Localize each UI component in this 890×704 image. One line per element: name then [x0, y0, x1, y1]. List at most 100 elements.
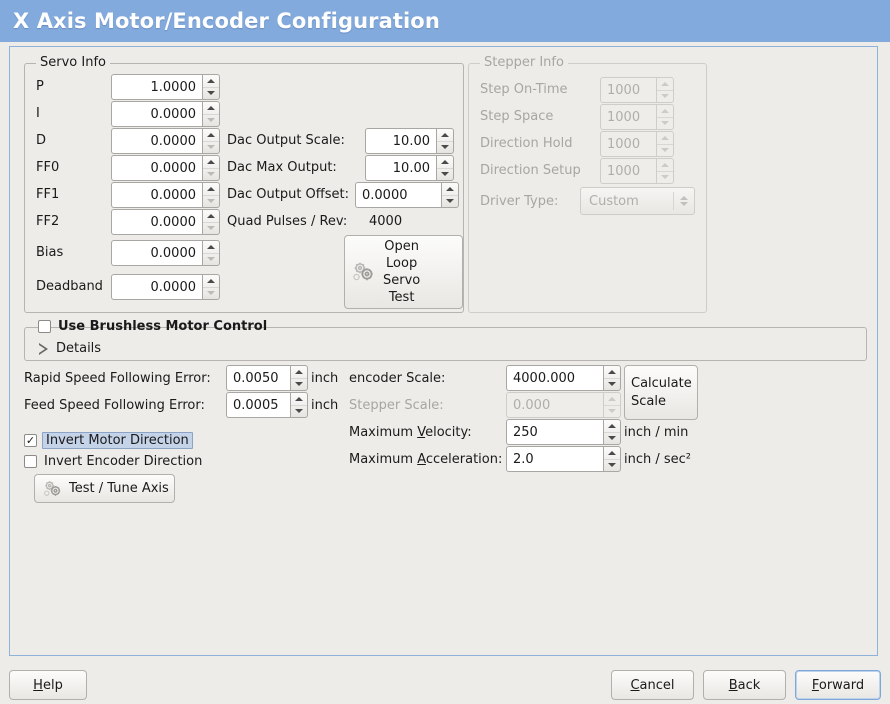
forward-button[interactable]: Forward	[795, 670, 881, 700]
content-area: Servo Info P I D FF0 FF1 FF2 Bias Deadba…	[9, 46, 878, 656]
spin-dac-output-offset-up-icon[interactable]	[442, 183, 458, 196]
spin-dac-max-output-steppers[interactable]	[436, 155, 454, 181]
spin-bias-value[interactable]: 0.0000	[111, 240, 202, 266]
spin-ff1-value[interactable]: 0.0000	[111, 182, 202, 208]
spin-dac-output-scale-steppers[interactable]	[436, 128, 454, 154]
spin-encoder-scale-steppers[interactable]	[603, 365, 621, 391]
spin-maximum-velocity-steppers[interactable]	[603, 419, 621, 445]
spin-ff2[interactable]: 0.0000	[111, 209, 220, 235]
spin-ff1-down-icon[interactable]	[203, 196, 219, 208]
spin-rapid-speed-following-error-value[interactable]: 0.0050	[226, 365, 290, 391]
spin-feed-speed-following-error[interactable]: 0.0005	[226, 392, 308, 418]
spin-i-value[interactable]: 0.0000	[111, 101, 202, 127]
spin-d-up-icon[interactable]	[203, 129, 219, 142]
spin-feed-up-icon[interactable]	[291, 393, 307, 406]
spin-p-steppers[interactable]	[202, 74, 220, 100]
spin-d[interactable]: 0.0000	[111, 128, 220, 154]
spin-ff0[interactable]: 0.0000	[111, 155, 220, 181]
spin-dac-max-output-down-icon[interactable]	[437, 169, 453, 181]
spin-i-down-icon[interactable]	[203, 115, 219, 127]
spin-feed-down-icon[interactable]	[291, 406, 307, 418]
spin-p-up-icon[interactable]	[203, 75, 219, 88]
spin-dac-output-offset[interactable]: 0.0000	[355, 182, 459, 208]
invert-encoder-direction-checkbox[interactable]: Invert Encoder Direction	[24, 454, 202, 469]
spin-ff1-up-icon[interactable]	[203, 183, 219, 196]
help-button[interactable]: Help	[9, 670, 87, 700]
chevron-right-icon[interactable]	[38, 343, 49, 355]
max-acceleration-label-post: cceleration:	[425, 452, 503, 467]
spin-maximum-velocity[interactable]: 250	[506, 419, 621, 445]
spin-rapid-up-icon[interactable]	[291, 366, 307, 379]
open-loop-servo-test-button[interactable]: Open Loop Servo Test	[344, 235, 463, 309]
invert-motor-direction-checkbox[interactable]: ✓ Invert Motor Direction	[24, 432, 193, 449]
spin-ff2-up-icon[interactable]	[203, 210, 219, 223]
spin-deadband-value[interactable]: 0.0000	[111, 274, 202, 300]
spin-ff0-value[interactable]: 0.0000	[111, 155, 202, 181]
brushless-checkbox-box[interactable]	[38, 320, 51, 333]
spin-i[interactable]: 0.0000	[111, 101, 220, 127]
use-brushless-motor-control-checkbox[interactable]: Use Brushless Motor Control	[38, 319, 267, 334]
spin-ff2-steppers[interactable]	[202, 209, 220, 235]
spin-i-steppers[interactable]	[202, 101, 220, 127]
spin-dac-output-scale-down-icon[interactable]	[437, 142, 453, 154]
spin-ff0-up-icon[interactable]	[203, 156, 219, 169]
spin-p-down-icon[interactable]	[203, 88, 219, 100]
spin-maximum-velocity-value[interactable]: 250	[506, 419, 603, 445]
spin-i-up-icon[interactable]	[203, 102, 219, 115]
spin-encoder-scale-down-icon[interactable]	[604, 379, 620, 391]
spin-maximum-acceleration-steppers[interactable]	[603, 446, 621, 472]
spin-p-value[interactable]: 1.0000	[111, 74, 202, 100]
spin-bias-steppers[interactable]	[202, 240, 220, 266]
spin-feed-speed-following-error-steppers[interactable]	[290, 392, 308, 418]
spin-deadband-up-icon[interactable]	[203, 275, 219, 288]
spin-dac-output-offset-steppers[interactable]	[441, 182, 459, 208]
spin-maximum-acceleration-down-icon[interactable]	[604, 460, 620, 472]
spin-dac-max-output[interactable]: 10.00	[365, 155, 454, 181]
spin-rapid-down-icon[interactable]	[291, 379, 307, 391]
spin-bias-up-icon[interactable]	[203, 241, 219, 254]
invert-encoder-checkbox-box[interactable]	[24, 455, 37, 468]
spin-dac-output-offset-down-icon[interactable]	[442, 196, 458, 208]
spin-maximum-acceleration[interactable]: 2.0	[506, 446, 621, 472]
spin-step-on-time-value: 1000	[600, 77, 656, 103]
spin-dac-output-offset-value[interactable]: 0.0000	[355, 182, 441, 208]
spin-ff1[interactable]: 0.0000	[111, 182, 220, 208]
back-button[interactable]: Back	[703, 670, 786, 700]
spin-rapid-speed-following-error-steppers[interactable]	[290, 365, 308, 391]
spin-ff2-value[interactable]: 0.0000	[111, 209, 202, 235]
spin-d-steppers[interactable]	[202, 128, 220, 154]
spin-dac-max-output-up-icon[interactable]	[437, 156, 453, 169]
spin-p[interactable]: 1.0000	[111, 74, 220, 100]
spin-ff2-down-icon[interactable]	[203, 223, 219, 235]
test-tune-axis-button[interactable]: Test / Tune Axis	[34, 474, 175, 503]
stepper-info-frame-title: Stepper Info	[480, 55, 568, 71]
spin-rapid-speed-following-error[interactable]: 0.0050	[226, 365, 308, 391]
spin-ff0-steppers[interactable]	[202, 155, 220, 181]
spin-encoder-scale[interactable]: 4000.000	[506, 365, 621, 391]
spin-bias[interactable]: 0.0000	[111, 240, 220, 266]
spin-deadband[interactable]: 0.0000	[111, 274, 220, 300]
spin-d-value[interactable]: 0.0000	[111, 128, 202, 154]
spin-deadband-down-icon[interactable]	[203, 288, 219, 300]
spin-dac-output-scale-up-icon[interactable]	[437, 129, 453, 142]
spin-maximum-velocity-down-icon[interactable]	[604, 433, 620, 445]
spin-dac-output-scale-value[interactable]: 10.00	[365, 128, 436, 154]
spin-ff0-down-icon[interactable]	[203, 169, 219, 181]
spin-dac-max-output-value[interactable]: 10.00	[365, 155, 436, 181]
spin-bias-down-icon[interactable]	[203, 254, 219, 266]
cancel-button[interactable]: Cancel	[611, 670, 694, 700]
help-label-post: elp	[42, 677, 63, 693]
spin-dac-output-scale[interactable]: 10.00	[365, 128, 454, 154]
spin-encoder-scale-value[interactable]: 4000.000	[506, 365, 603, 391]
spin-maximum-acceleration-value[interactable]: 2.0	[506, 446, 603, 472]
spin-d-down-icon[interactable]	[203, 142, 219, 154]
invert-motor-checkbox-box[interactable]: ✓	[24, 434, 37, 447]
spin-ff1-steppers[interactable]	[202, 182, 220, 208]
calculate-scale-button[interactable]: Calculate Scale	[624, 365, 698, 420]
spin-feed-speed-following-error-value[interactable]: 0.0005	[226, 392, 290, 418]
spin-maximum-acceleration-up-icon[interactable]	[604, 447, 620, 460]
spin-encoder-scale-up-icon[interactable]	[604, 366, 620, 379]
spin-deadband-steppers[interactable]	[202, 274, 220, 300]
details-expander[interactable]: Details	[38, 341, 101, 356]
spin-maximum-velocity-up-icon[interactable]	[604, 420, 620, 433]
